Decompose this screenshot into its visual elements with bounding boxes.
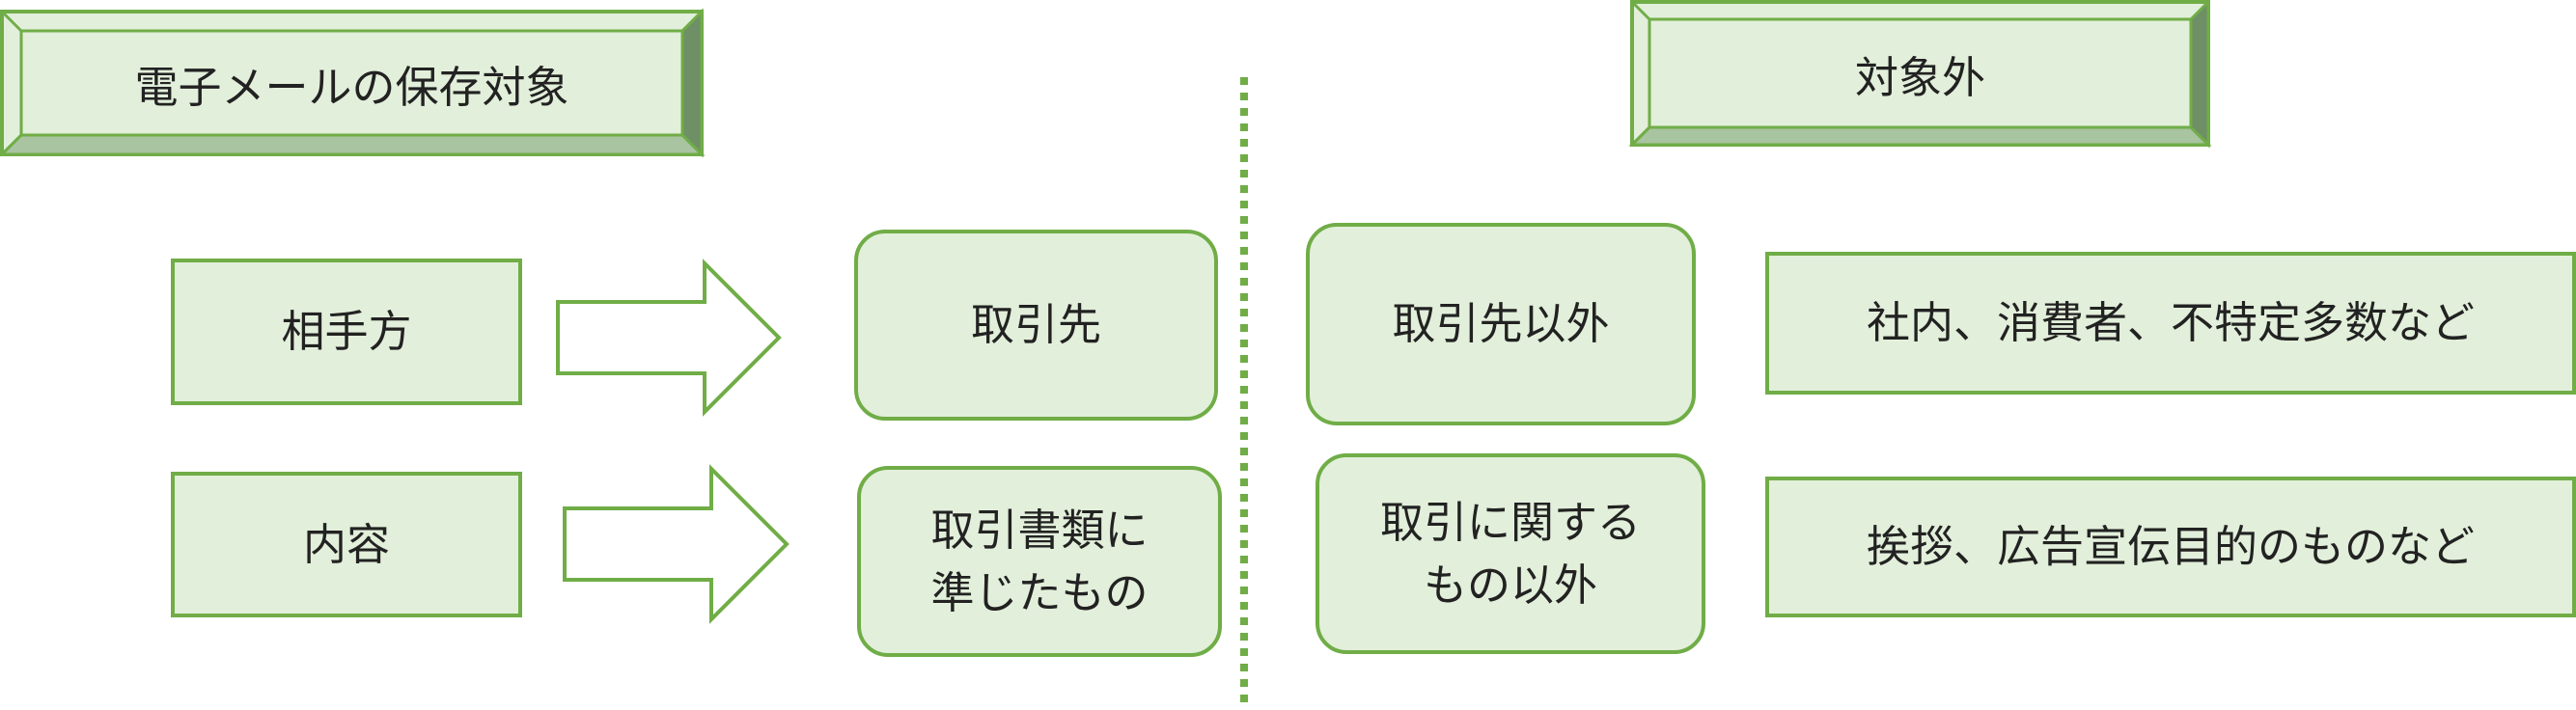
header-excluded-label: 対象外	[1854, 51, 1985, 103]
bevel-frame-left	[0, 8, 706, 158]
included-box: 取引先	[854, 230, 1218, 421]
header-excluded: 対象外	[1628, 0, 2212, 149]
included-box: 取引書類に 準じたもの	[857, 466, 1222, 657]
example-box: 挨拶、広告宣伝目的のものなど	[1765, 477, 2576, 617]
arrow-right-icon	[556, 259, 782, 417]
excluded-box: 取引先以外	[1306, 223, 1696, 425]
header-included-label: 電子メールの保存対象	[134, 61, 569, 113]
example-box: 社内、消費者、不特定多数など	[1765, 252, 2576, 395]
included-text: 取引書類に 準じたもの	[930, 504, 1149, 618]
arrow-right-icon	[563, 464, 789, 624]
excluded-box: 取引に関する もの以外	[1316, 453, 1705, 654]
excluded-text: 取引に関する もの以外	[1379, 496, 1641, 611]
divider-dotted-line	[1240, 77, 1248, 710]
category-box: 相手方	[171, 259, 522, 405]
header-included: 電子メールの保存対象	[0, 8, 706, 158]
bevel-frame-right	[1628, 0, 2212, 149]
category-box: 内容	[171, 472, 522, 617]
